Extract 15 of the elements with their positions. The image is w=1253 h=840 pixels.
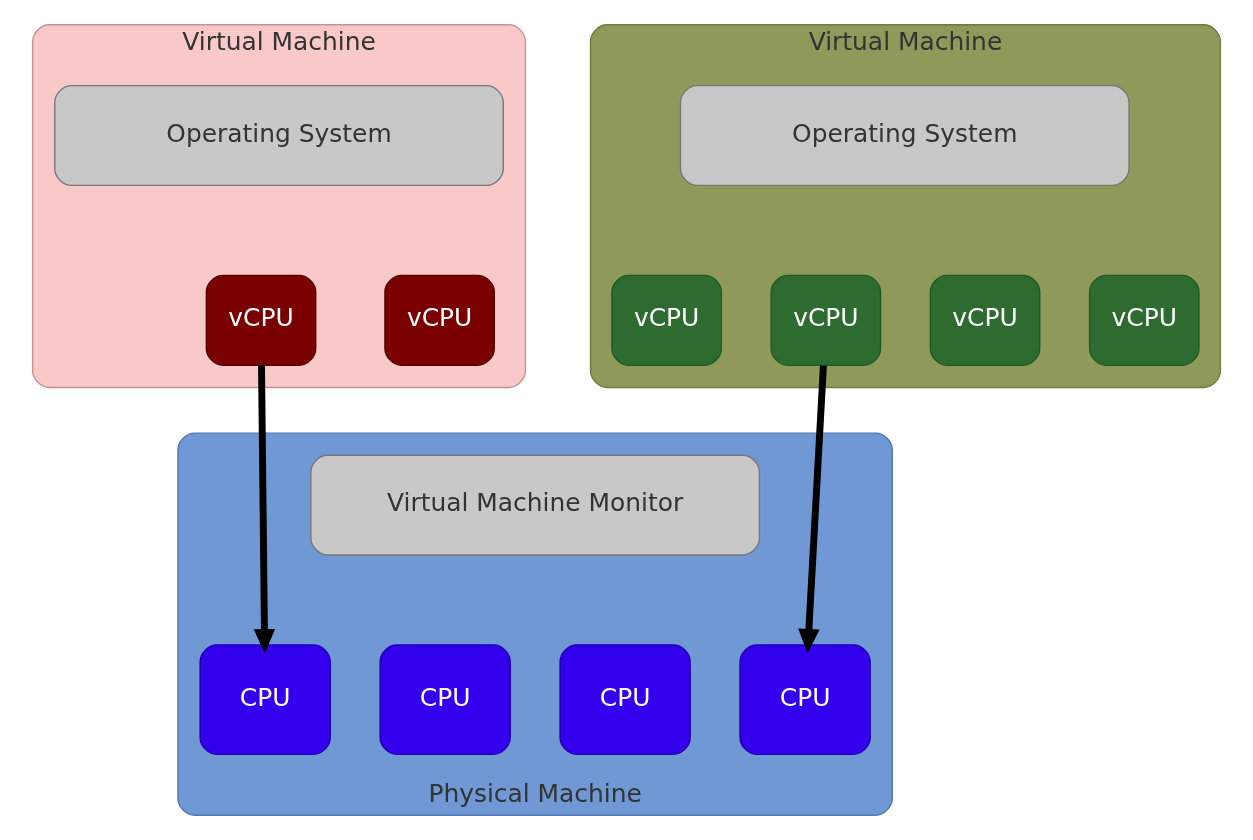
arrow (798, 365, 827, 654)
node-box: Operating System (679, 85, 1130, 187)
node-box: CPU (559, 644, 691, 755)
node-box: vCPU (1088, 274, 1200, 366)
node-box: vCPU (384, 274, 495, 366)
arrow (253, 365, 276, 654)
node-box: CPU (739, 644, 871, 755)
node-box: Operating System (54, 85, 504, 187)
node-box: vCPU (205, 274, 317, 366)
node-box: CPU (379, 644, 511, 755)
node-box: vCPU (929, 274, 1041, 366)
node-box: vCPU (611, 274, 723, 366)
node-box: CPU (199, 644, 331, 755)
node-box: vCPU (770, 274, 882, 366)
node-box: Virtual Machine Monitor (310, 454, 761, 556)
